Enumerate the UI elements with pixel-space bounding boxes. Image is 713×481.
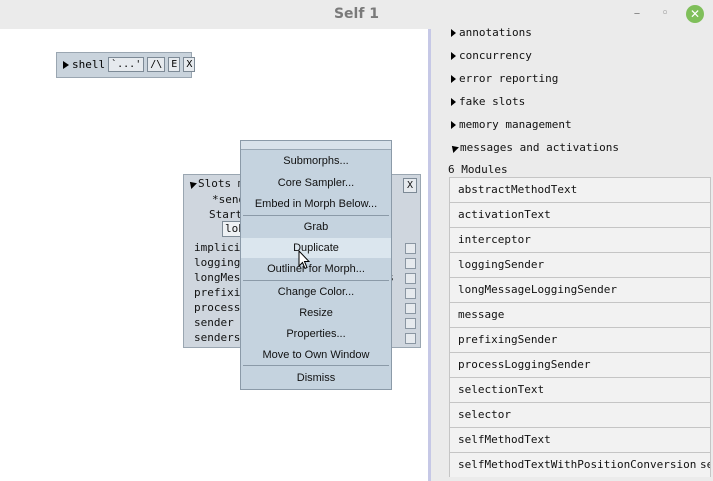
- category-label: concurrency: [459, 49, 532, 62]
- outliner-title: Slots m: [198, 177, 245, 190]
- menu-item-move-to-own-window[interactable]: Move to Own Window: [262, 349, 370, 361]
- menu-item-grab[interactable]: Grab: [303, 221, 329, 233]
- expand-triangle-icon[interactable]: [451, 74, 456, 83]
- module-item[interactable]: interceptor: [449, 227, 711, 252]
- category-label: fake slots: [459, 95, 526, 108]
- expand-triangle-icon[interactable]: [451, 28, 456, 37]
- category-label: error reporting: [459, 72, 559, 85]
- shell-eval-button[interactable]: `...': [108, 57, 145, 72]
- menu-separator: [243, 215, 389, 216]
- module-item[interactable]: activationText: [449, 202, 711, 227]
- module-item[interactable]: longMessageLoggingSender: [449, 277, 711, 302]
- expand-triangle-icon[interactable]: [63, 60, 69, 69]
- expand-triangle-icon[interactable]: [451, 97, 456, 106]
- menu-title-strip[interactable]: [241, 141, 391, 150]
- slot-toggle-button[interactable]: [405, 333, 416, 344]
- category-concurrency[interactable]: concurrency: [451, 49, 532, 62]
- outliner-code-line: lob: [225, 222, 245, 235]
- modules-count: 6 Modules: [448, 163, 508, 176]
- slot-row[interactable]: prefixi: [194, 286, 240, 299]
- menu-item-properties[interactable]: Properties...: [286, 328, 346, 340]
- module-item[interactable]: abstractMethodText: [449, 177, 711, 202]
- category-messages-and-activations[interactable]: messages and activations: [449, 141, 619, 154]
- module-item-label: selfMethodTextWithPositionConversion: [458, 458, 697, 471]
- slot-toggle-button[interactable]: [405, 273, 416, 284]
- slot-toggle-button[interactable]: [405, 288, 416, 299]
- slot-toggle-button[interactable]: [405, 243, 416, 254]
- menu-item-embed-in-morph[interactable]: Embed in Morph Below...: [254, 198, 378, 210]
- outliner-close-button[interactable]: X: [403, 178, 417, 193]
- self-world-canvas[interactable]: shell `...' /\ E X Slots m X *send Start…: [0, 29, 428, 481]
- module-item[interactable]: processLoggingSender: [449, 352, 711, 377]
- expand-triangle-icon[interactable]: [451, 120, 456, 129]
- module-item[interactable]: selfMethodTextWithPositionConversion se: [449, 452, 711, 477]
- menu-separator: [243, 365, 389, 366]
- category-error-reporting[interactable]: error reporting: [451, 72, 558, 85]
- category-label: memory management: [459, 118, 572, 131]
- shell-label: shell: [72, 58, 106, 71]
- category-panel: annotations concurrency error reporting …: [431, 26, 713, 481]
- category-label: messages and activations: [460, 141, 619, 154]
- collapse-triangle-icon[interactable]: [187, 178, 197, 189]
- slot-name: longMess: [194, 271, 247, 284]
- menu-item-duplicate[interactable]: Duplicate: [241, 238, 391, 258]
- slot-row[interactable]: logging: [194, 256, 240, 269]
- slot-row[interactable]: sender :: [194, 316, 247, 329]
- slot-name: implicit: [194, 241, 247, 254]
- slot-row[interactable]: process: [194, 301, 240, 314]
- slot-toggle-button[interactable]: [405, 318, 416, 329]
- category-annotations[interactable]: annotations: [451, 26, 532, 39]
- module-item[interactable]: selector: [449, 402, 711, 427]
- minimize-button[interactable]: –: [633, 6, 641, 21]
- slot-toggle-button[interactable]: [405, 303, 416, 314]
- shell-e-button[interactable]: E: [168, 57, 181, 72]
- module-item[interactable]: loggingSender: [449, 252, 711, 277]
- category-memory-management[interactable]: memory management: [451, 118, 572, 131]
- shell-up-button[interactable]: /\: [147, 57, 166, 72]
- morph-context-menu[interactable]: Submorphs... Core Sampler... Embed in Mo…: [240, 140, 392, 390]
- menu-item-resize[interactable]: Resize: [299, 307, 333, 319]
- window-titlebar: Self 1 – ◦ ✕: [0, 0, 713, 30]
- close-button[interactable]: ✕: [686, 5, 704, 23]
- shell-morph[interactable]: shell `...' /\ E X: [56, 52, 196, 78]
- menu-item-core-sampler[interactable]: Core Sampler...: [277, 177, 355, 189]
- menu-separator: [243, 280, 389, 281]
- menu-item-dismiss[interactable]: Dismiss: [296, 372, 336, 384]
- window-title: Self 1: [333, 6, 380, 22]
- menu-item-submorphs[interactable]: Submorphs...: [283, 155, 349, 167]
- category-fake-slots[interactable]: fake slots: [451, 95, 525, 108]
- module-overflow-text: se: [700, 458, 710, 471]
- slot-name: process: [194, 301, 241, 314]
- collapse-triangle-icon[interactable]: [449, 142, 459, 153]
- mouse-pointer-icon: [298, 250, 310, 270]
- module-item[interactable]: selfMethodText: [449, 427, 711, 452]
- panel-splitter[interactable]: [428, 29, 431, 481]
- category-label: annotations: [459, 26, 532, 39]
- slot-toggle-button[interactable]: [405, 258, 416, 269]
- shell-close-button[interactable]: X: [183, 57, 196, 72]
- outliner-code-line: *send: [212, 193, 246, 206]
- menu-item-change-color[interactable]: Change Color...: [277, 286, 355, 298]
- module-item[interactable]: message: [449, 302, 711, 327]
- expand-triangle-icon[interactable]: [451, 51, 456, 60]
- slot-name: sender :: [194, 316, 247, 329]
- slot-name: senders: [194, 331, 241, 344]
- menu-item-outliner-for-morph[interactable]: Outliner for Morph...: [267, 263, 365, 275]
- restore-button[interactable]: ◦: [661, 6, 669, 21]
- slot-name: prefixi: [194, 286, 241, 299]
- modules-list: abstractMethodText activationText interc…: [449, 177, 711, 477]
- module-item[interactable]: prefixingSender: [449, 327, 711, 352]
- outliner-code-line: Start: [209, 208, 243, 221]
- slot-name: logging: [194, 256, 241, 269]
- module-item[interactable]: selectionText: [449, 377, 711, 402]
- slot-row[interactable]: senders: [194, 331, 240, 344]
